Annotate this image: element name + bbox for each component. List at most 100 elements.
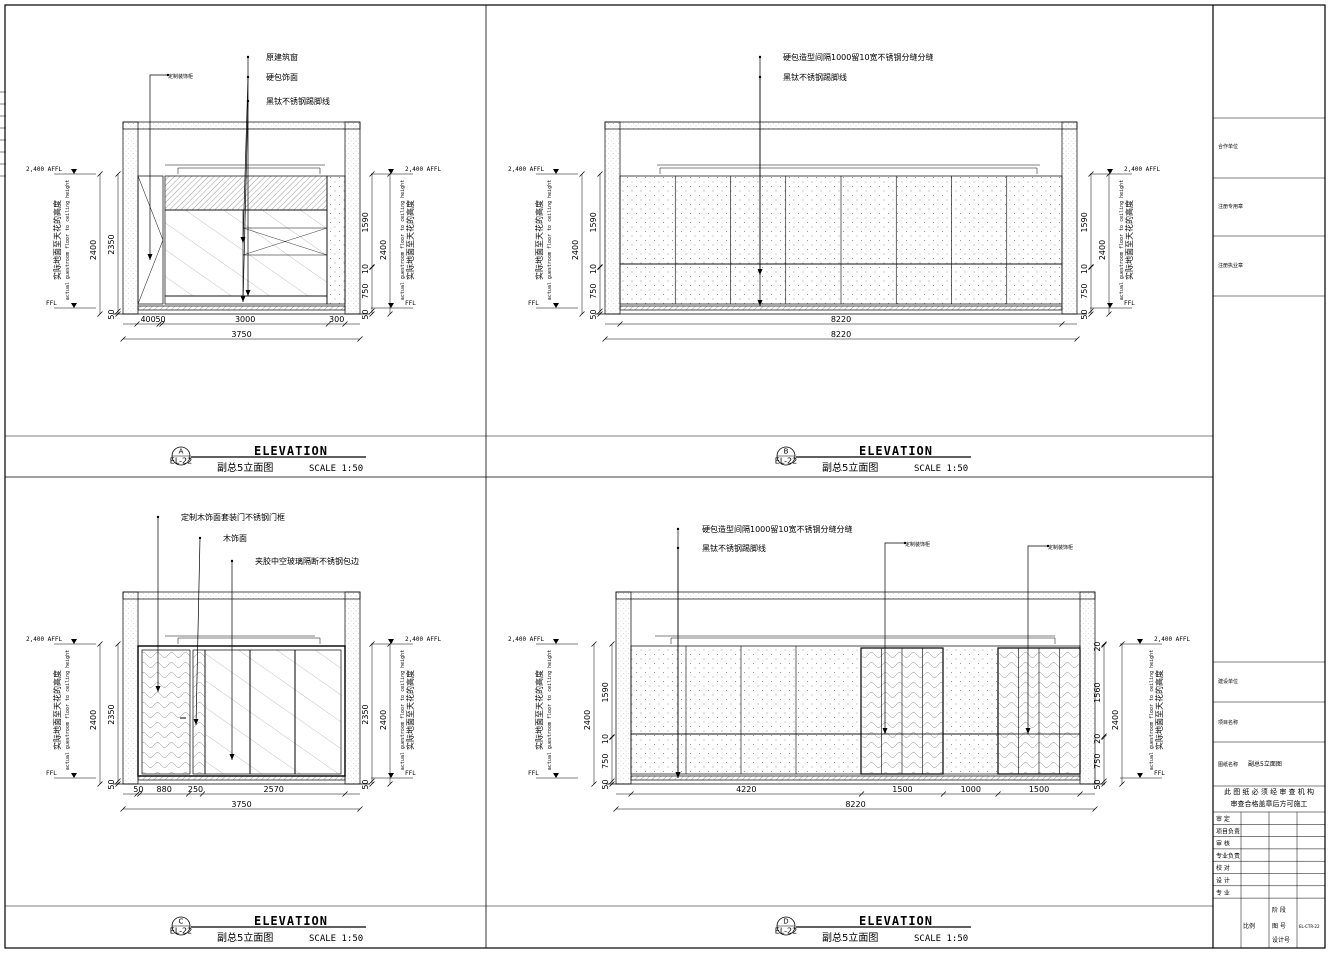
note-panel-spacing: 硬包造型间隔1000留10宽不锈钢分缝分缝	[702, 524, 853, 534]
dim-tick	[357, 806, 363, 812]
title-block-client-label: 建设单位	[1218, 678, 1238, 685]
level-label: 2,400 AFFL	[1124, 166, 1161, 173]
skirting-band	[164, 295, 328, 305]
dim-label: 8220	[831, 315, 851, 324]
leader-dot	[246, 99, 250, 103]
side-wall-panel	[326, 175, 346, 305]
ffl-label: FFL	[46, 300, 57, 307]
height-note-en: actual guestroom floor to ceiling height	[65, 650, 71, 770]
dim-label: 50	[107, 309, 116, 319]
note-black-titanium-skirting: 黑钛不锈钢踢脚线	[266, 96, 330, 106]
sign-row-label: 项目负责	[1216, 827, 1240, 835]
wood-veneer-strip	[192, 649, 206, 775]
dim-tick	[387, 311, 393, 317]
dim-tick	[120, 336, 126, 342]
dim-tick	[387, 641, 393, 647]
dim-tick	[369, 311, 375, 317]
height-note-cn: 实际地面至天花的高度	[534, 200, 544, 280]
dim-tick	[97, 311, 103, 317]
left-wall	[122, 121, 139, 315]
caption-scale: SCALE 1:50	[914, 934, 968, 944]
dim-label: 50	[361, 779, 370, 789]
dim-label: 750	[1093, 754, 1102, 769]
dim-total-label: 2400	[1111, 710, 1120, 730]
caption-marker-letter: D	[783, 918, 788, 926]
ceiling-slab	[604, 121, 1078, 130]
level-arrow	[1107, 169, 1113, 174]
wood-door-leaf	[141, 649, 191, 775]
sign-row-label: 专 业	[1216, 889, 1230, 897]
note-original-window: 原建筑窗	[266, 52, 298, 62]
ffl-arrow	[1137, 773, 1143, 778]
leader-arrow	[882, 728, 888, 734]
caption-title: ELEVATION	[254, 444, 328, 458]
dim-label: 50	[155, 315, 165, 324]
dim-tick	[97, 641, 103, 647]
dim-tick	[156, 321, 162, 327]
caption-subtitle: 副总5立面图	[822, 461, 878, 474]
dim-label: 1500	[892, 785, 912, 794]
level-label: 2,400 AFFL	[26, 166, 63, 173]
height-note-cn: 实际地面至天花的高度	[1154, 670, 1164, 750]
ffl-label: FFL	[405, 770, 416, 777]
caption-subtitle: 副总5立面图	[217, 931, 273, 944]
dim-tick	[369, 264, 375, 270]
dim-label: 1500	[1029, 785, 1049, 794]
dim-tick	[134, 321, 140, 327]
ffl-label: FFL	[1124, 300, 1135, 307]
dim-label: 10	[589, 264, 598, 274]
dim-tick	[1101, 733, 1107, 739]
dim-tick	[342, 791, 348, 797]
dim-label: 1590	[601, 682, 610, 702]
floor-band	[619, 305, 1063, 311]
ffl-arrow	[553, 773, 559, 778]
caption-title: ELEVATION	[859, 444, 933, 458]
right-wall	[344, 121, 361, 315]
leader-arrow	[147, 254, 153, 260]
ffl-label: FFL	[405, 300, 416, 307]
dim-tick	[628, 791, 634, 797]
leader-line	[195, 537, 201, 726]
note-laminated-glass: 夹胶中空玻璃隔断不锈钢包边	[255, 556, 359, 566]
title-block-notice-line1: 此 图 纸 必 须 经 审 查 机 构	[1224, 787, 1314, 796]
height-note-en: actual guestroom floor to ceiling height	[400, 650, 406, 770]
title-block-drawing-no: EL-CTR-22	[1299, 924, 1320, 929]
dim-tick	[602, 336, 608, 342]
height-note-cn: 实际地面至天花的高度	[534, 670, 544, 750]
caption-sheet-ref: EL-22	[775, 927, 797, 936]
right-wall	[344, 591, 361, 785]
dim-tick	[1088, 264, 1094, 270]
leader-line	[242, 100, 249, 303]
dim-label: 10	[1080, 264, 1089, 274]
leader-line	[242, 76, 249, 244]
panel-cross	[242, 227, 328, 256]
dim-tick	[369, 641, 375, 647]
dim-tick	[591, 781, 597, 787]
level-arrow	[1137, 639, 1143, 644]
ceiling-slab	[122, 591, 361, 600]
dim-tick	[597, 311, 603, 317]
leader-arrow	[1025, 728, 1031, 734]
outer-border	[4, 4, 1326, 949]
dim-tick	[597, 264, 603, 270]
note-wood-veneer: 木饰面	[223, 533, 247, 543]
dim-label: 10	[361, 264, 370, 274]
dim-label: 20	[1093, 641, 1102, 651]
sign-row-label: 审 核	[1216, 840, 1230, 848]
dim-tick	[940, 791, 947, 797]
caption-title: ELEVATION	[859, 914, 933, 928]
dim-tick	[325, 321, 332, 327]
caption-scale: SCALE 1:50	[309, 464, 363, 474]
height-note-en: actual guestroom floor to ceiling height	[1149, 650, 1155, 770]
sign-row-label: 审 定	[1216, 815, 1230, 823]
floor-band	[630, 775, 1081, 781]
leader-dot	[198, 536, 202, 540]
level-label: 2,400 AFFL	[405, 636, 442, 643]
dim-tick	[115, 308, 121, 314]
dim-label: 2350	[361, 704, 370, 724]
dim-total-label: 3750	[231, 330, 251, 339]
